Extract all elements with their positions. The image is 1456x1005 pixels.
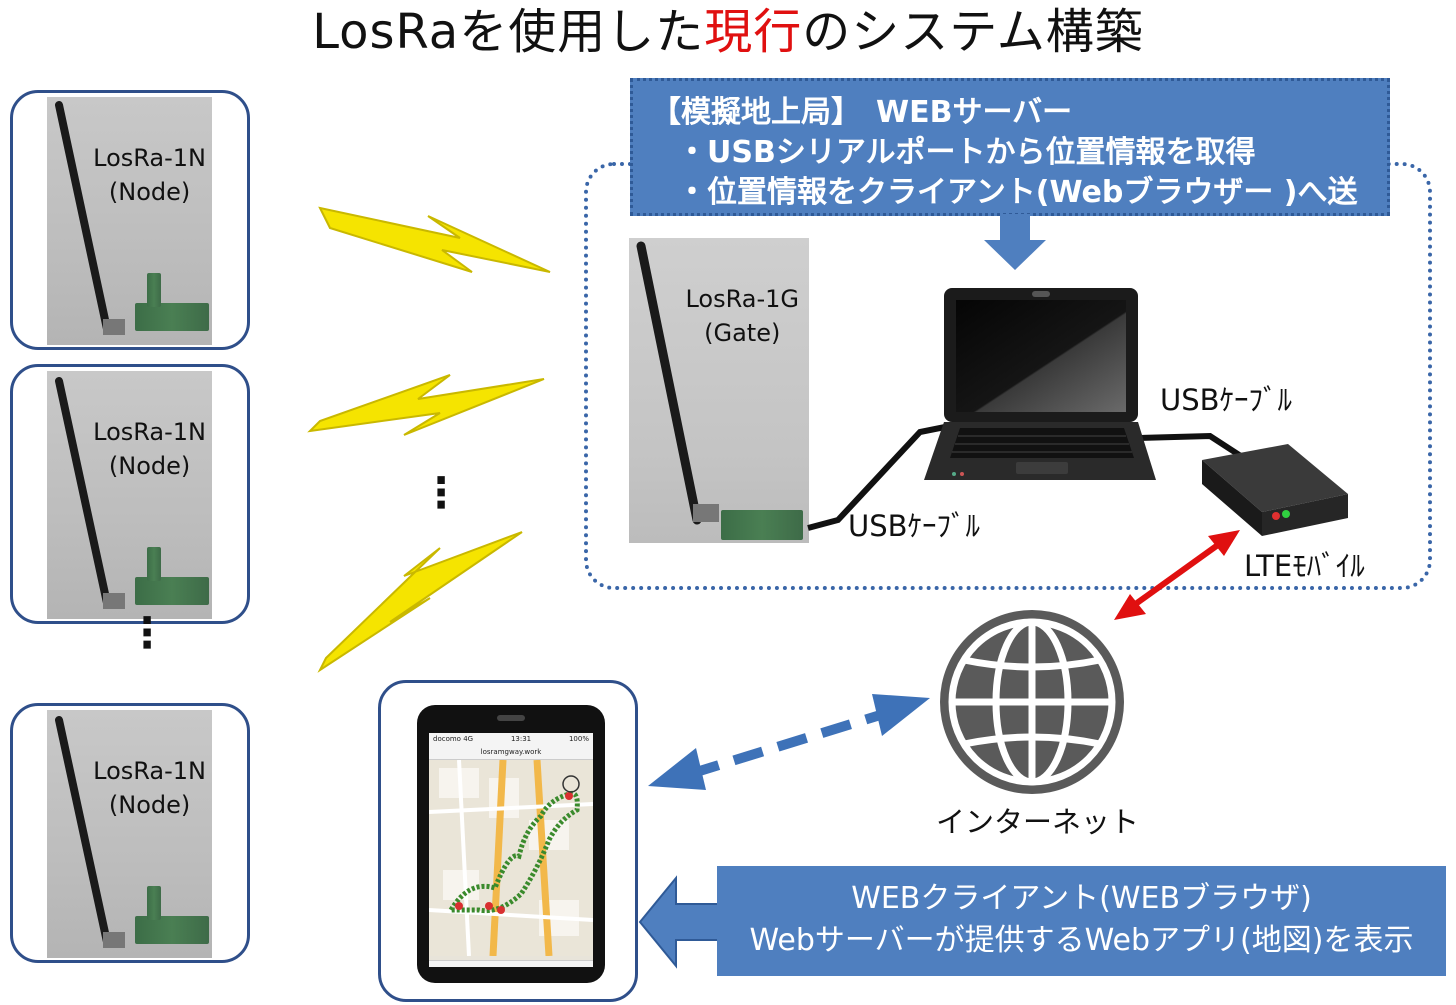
- pcb-board: [135, 916, 209, 944]
- node-name: LosRa-1N: [93, 418, 206, 446]
- pcb-board: [135, 577, 209, 605]
- title-prefix: LosRaを使用した: [312, 4, 705, 60]
- server-line-2: ・位置情報をクライアント(Webブラウザー )へ送信: [677, 175, 1358, 250]
- phone-screen: docomo 4G 13:31 100% losramgway.work: [429, 733, 593, 967]
- node-name: LosRa-1N: [93, 757, 206, 785]
- ellipsis-vertical-lightning: ⋮: [420, 468, 462, 517]
- phone-card: docomo 4G 13:31 100% losramgway.work: [378, 680, 638, 1002]
- server-line-1: ・USBシリアルポートから位置情報を取得: [677, 135, 1256, 170]
- phone-status-bar: docomo 4G 13:31 100%: [429, 733, 593, 745]
- pcb-module: [147, 886, 161, 920]
- carrier: docomo 4G: [433, 735, 474, 743]
- smartphone: docomo 4G 13:31 100% losramgway.work: [417, 705, 605, 983]
- node-label: LosRa-1N (Node): [93, 141, 206, 209]
- node-role: (Node): [108, 178, 191, 206]
- node-role: (Node): [108, 452, 191, 480]
- page-title: LosRaを使用した現行のシステム構築: [0, 2, 1456, 62]
- lightning-icon: [307, 374, 545, 436]
- node-photo: LosRa-1N (Node): [47, 710, 212, 958]
- lightning-icon: [318, 206, 551, 273]
- gate-label: LosRa-1G (Gate): [685, 282, 799, 350]
- lte-router-icon: [1202, 444, 1348, 536]
- laptop-icon: [924, 288, 1156, 480]
- pcb-board: [721, 510, 803, 540]
- node-photo: LosRa-1N (Node): [47, 97, 212, 345]
- phone-speaker: [497, 715, 525, 721]
- antenna-icon: [55, 101, 125, 335]
- client-line-1: WEBクライアント(WEBブラウザ): [851, 881, 1312, 916]
- gate-photo: LosRa-1G (Gate): [629, 238, 809, 543]
- node-name: LosRa-1N: [93, 144, 206, 172]
- pcb-module: [147, 273, 161, 307]
- browser-url-bar[interactable]: losramgway.work: [429, 745, 593, 760]
- client-line-2: Webサーバーが提供するWebアプリ(地図)を表示: [749, 923, 1414, 958]
- node-role: (Node): [108, 791, 191, 819]
- dashed-bidirectional-arrow-icon: [648, 694, 930, 790]
- usb-cable-label-lte: USBｹｰﾌﾞﾙ: [1160, 383, 1293, 417]
- usb-cable-label-gate: USBｹｰﾌﾞﾙ: [848, 509, 981, 543]
- node-card-3: LosRa-1N (Node): [10, 703, 250, 963]
- client-info-box: WEBクライアント(WEBブラウザ) Webサーバーが提供するWebアプリ(地図…: [717, 866, 1446, 976]
- antenna-icon: [55, 377, 125, 609]
- arrow-down-icon: [984, 214, 1046, 270]
- node-photo: LosRa-1N (Node): [47, 371, 212, 619]
- lightning-icon: [317, 531, 523, 673]
- ellipsis-vertical-nodes: ⋮: [126, 608, 168, 657]
- title-suffix: のシステム構築: [802, 4, 1144, 60]
- server-heading: 【模擬地上局】 WEBサーバー: [651, 95, 1073, 130]
- pcb-board: [135, 303, 209, 331]
- node-label: LosRa-1N (Node): [93, 754, 206, 822]
- arrow-left-icon: [638, 875, 721, 969]
- battery: 100%: [568, 735, 589, 743]
- pcb-module: [147, 547, 161, 581]
- map-view[interactable]: [429, 759, 593, 957]
- antenna-icon: [636, 241, 719, 525]
- lte-label: LTEﾓﾊﾞｲﾙ: [1244, 549, 1365, 583]
- node-card-1: LosRa-1N (Node): [10, 90, 250, 350]
- internet-label: インターネット: [936, 805, 1140, 839]
- globe-icon: [940, 610, 1124, 794]
- gate-name: LosRa-1G: [685, 285, 799, 313]
- antenna-icon: [55, 716, 125, 948]
- node-card-2: LosRa-1N (Node): [10, 364, 250, 624]
- clock: 13:31: [510, 735, 532, 743]
- title-highlight: 現行: [704, 4, 803, 60]
- bidirectional-arrow-icon: [1114, 530, 1240, 620]
- gate-role: (Gate): [704, 319, 781, 347]
- browser-toolbar[interactable]: [429, 960, 593, 967]
- node-label: LosRa-1N (Node): [93, 415, 206, 483]
